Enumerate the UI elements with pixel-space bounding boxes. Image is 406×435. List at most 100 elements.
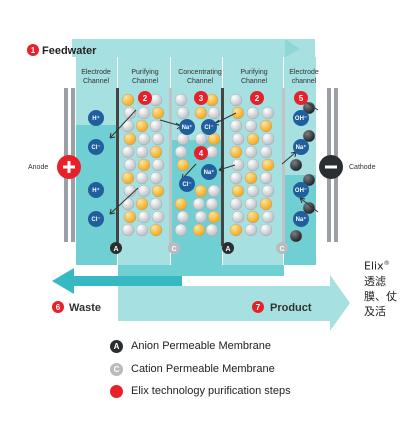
resin-bead <box>174 223 188 237</box>
resin-bead <box>194 210 208 224</box>
resin-bead <box>121 223 135 237</box>
svg-text:Cl⁻: Cl⁻ <box>91 217 100 223</box>
resin-bead <box>205 197 219 211</box>
resin-bead <box>231 184 245 198</box>
resin-bead <box>176 158 190 172</box>
resin-bead <box>135 197 149 211</box>
resin-bead <box>176 106 190 120</box>
resin-bead <box>149 197 163 211</box>
h-ion: H⁺ <box>88 110 104 126</box>
svg-text:Electrode: Electrode <box>289 69 319 76</box>
step-4-badge: 4 <box>194 146 208 160</box>
svg-text:Cl⁻: Cl⁻ <box>182 182 191 188</box>
svg-text:Purifying: Purifying <box>240 69 267 76</box>
svg-text:OH⁻: OH⁻ <box>295 116 307 122</box>
resin-bead <box>194 106 208 120</box>
resin-bead <box>289 158 303 172</box>
resin-bead <box>123 184 137 198</box>
step-2-badge: 2 <box>138 91 152 105</box>
svg-text:2: 2 <box>143 94 148 103</box>
resin-bead <box>176 210 190 224</box>
legend-steps: Elix technology purification steps <box>110 382 400 400</box>
resin-bead <box>121 145 135 159</box>
step-badges: 2 3 2 5 4 <box>138 91 308 160</box>
resin-bead <box>244 119 258 133</box>
resin-bead <box>123 106 137 120</box>
resin-bead <box>229 223 243 237</box>
resin-bead <box>302 201 316 215</box>
resin-bead <box>259 119 273 133</box>
resin-bead <box>137 106 151 120</box>
svg-text:Waste: Waste <box>69 302 101 314</box>
svg-text:Feedwater: Feedwater <box>42 45 97 57</box>
ions: H⁺ Cl⁻ H⁺ Cl⁻ Na⁺ Cl⁻ Cl⁻ Na⁺ OH⁻ Na⁺ OH… <box>88 110 309 227</box>
step-2-badge: 2 <box>250 91 264 105</box>
svg-text:H⁺: H⁺ <box>92 115 100 122</box>
resin-bead <box>231 210 245 224</box>
resin-bead <box>135 119 149 133</box>
resin-bead <box>246 210 260 224</box>
resin-bead <box>205 93 219 107</box>
resin-bead <box>231 106 245 120</box>
resin-bead <box>244 223 258 237</box>
resin-bead <box>231 158 245 172</box>
feedwater-band <box>72 39 315 57</box>
svg-text:Cl⁻: Cl⁻ <box>91 145 100 151</box>
svg-text:Na⁺: Na⁺ <box>296 144 307 151</box>
resin-bead <box>229 145 243 159</box>
resin-bead <box>121 197 135 211</box>
cation-membrane-marker <box>168 242 180 254</box>
resin-bead <box>151 184 165 198</box>
resin-bead <box>151 106 165 120</box>
h-ion: H⁺ <box>88 182 104 198</box>
anion-membrane-marker <box>110 242 122 254</box>
na-ion: Na⁺ <box>201 164 217 180</box>
resin-bead <box>229 119 243 133</box>
cl-ion: Cl⁻ <box>88 139 104 155</box>
svg-text:3: 3 <box>199 94 204 103</box>
resin-bead <box>137 132 151 146</box>
svg-text:A: A <box>113 246 118 253</box>
step-marker-icon <box>110 384 123 398</box>
anode-electrode: Anode <box>28 88 81 242</box>
svg-text:5: 5 <box>299 94 304 103</box>
product-label: 7 Product <box>252 301 312 314</box>
resin-bead <box>246 132 260 146</box>
resin-bead <box>121 119 135 133</box>
resin-bead <box>123 158 137 172</box>
cl-ion: Cl⁻ <box>179 176 195 192</box>
resin-bead <box>192 223 206 237</box>
resin-bead <box>302 129 316 143</box>
svg-text:Channel: Channel <box>187 78 214 85</box>
svg-text:A: A <box>225 246 230 253</box>
step-1-badge <box>27 44 39 56</box>
svg-text:Na⁺: Na⁺ <box>296 216 307 223</box>
svg-text:Cl⁻: Cl⁻ <box>204 125 213 131</box>
resin-bead <box>261 106 275 120</box>
resin-bead <box>302 173 316 187</box>
feedwater-label: 1 Feedwater <box>27 44 97 57</box>
resin-bead <box>261 158 275 172</box>
resin-bead <box>205 223 219 237</box>
oh-ion: OH⁻ <box>293 110 309 126</box>
resin-bead <box>137 158 151 172</box>
cathode-electrode: Cathode <box>319 88 376 242</box>
svg-text:Electrode: Electrode <box>81 69 111 76</box>
resin-bead <box>151 132 165 146</box>
resin-bead <box>244 197 258 211</box>
svg-text:7: 7 <box>256 303 261 312</box>
waste-arrow <box>52 268 182 294</box>
svg-text:Na⁺: Na⁺ <box>182 124 193 131</box>
resin-bead <box>192 197 206 211</box>
svg-text:2: 2 <box>255 94 260 103</box>
anion-membrane-marker <box>222 242 234 254</box>
svg-text:C: C <box>171 246 176 253</box>
svg-text:Channel: Channel <box>83 78 110 85</box>
resin-bead <box>246 158 260 172</box>
svg-text:4: 4 <box>199 149 204 158</box>
resin-bead <box>174 145 188 159</box>
svg-text:channel: channel <box>292 78 317 85</box>
resin-bead <box>149 171 163 185</box>
resin-bead <box>174 93 188 107</box>
cation-membrane-marker <box>276 242 288 254</box>
